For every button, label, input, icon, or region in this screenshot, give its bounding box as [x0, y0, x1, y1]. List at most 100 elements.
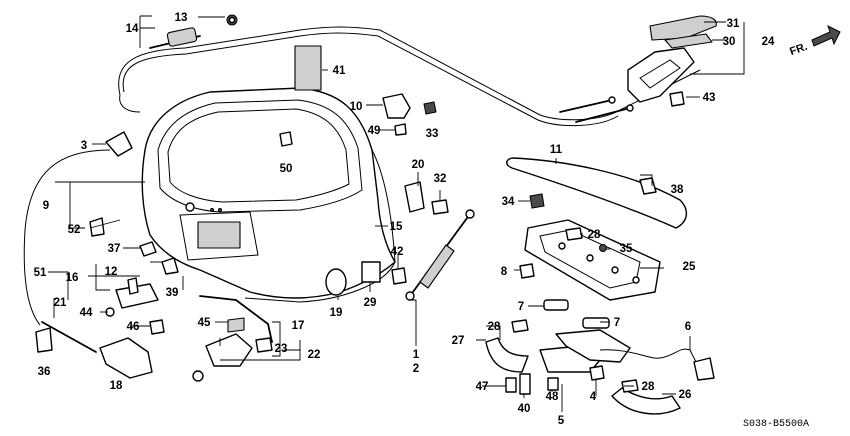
part-label-34: 34: [502, 196, 515, 208]
bumper-19: [325, 268, 347, 296]
bumper-29: [361, 261, 381, 283]
screw-48: [547, 377, 559, 391]
part-label-28c: 28: [642, 381, 655, 393]
part-label-11: 11: [550, 144, 563, 156]
hinge-3: [105, 131, 133, 157]
clip-34: [529, 193, 545, 209]
part-label-16: 16: [66, 272, 79, 284]
part-label-30: 30: [723, 36, 736, 48]
stopper-52: [89, 217, 105, 237]
harness-connector: [693, 357, 715, 381]
rear-spoiler: [506, 157, 687, 229]
tailgate-weatherstrip-inner: [122, 32, 619, 127]
part-label-19: 19: [330, 307, 343, 319]
front-direction-arrow: FR.: [788, 25, 841, 58]
part-label-45: 45: [198, 317, 211, 329]
clip-33: [423, 101, 437, 115]
part-label-29: 29: [364, 297, 377, 309]
part-label-26: 26: [679, 389, 692, 401]
part-label-2: 2: [413, 363, 419, 375]
clip-4: [589, 365, 605, 381]
part-label-52: 52: [68, 224, 81, 236]
part-label-38: 38: [671, 184, 684, 196]
part-label-3: 3: [81, 140, 87, 152]
part-label-5: 5: [558, 415, 565, 427]
latch-cable-21: [41, 321, 97, 353]
diagram-code: S038-B5500A: [743, 419, 809, 430]
latch-rod: [199, 295, 273, 343]
part-label-24: 24: [762, 36, 775, 48]
bolt-32: [431, 199, 449, 215]
part-label-28a: 28: [488, 321, 501, 333]
clip-28-left: [511, 319, 529, 333]
part-label-41: 41: [333, 65, 346, 77]
part-label-22: 22: [308, 349, 321, 361]
tailgate-latch: [105, 277, 165, 335]
rear-pad: [294, 45, 322, 91]
key-cylinder: [149, 14, 238, 49]
part-label-40: 40: [518, 403, 531, 415]
pad-7-upper: [543, 299, 569, 311]
callout-leaders: [48, 15, 745, 412]
part-label-9: 9: [43, 200, 49, 212]
part-label-4: 4: [590, 391, 597, 403]
light-garnish-27: [485, 337, 529, 373]
tailgate-panel: [141, 87, 396, 303]
part-label-28b: 28: [588, 229, 601, 241]
latch-cable-end-36: [35, 327, 53, 353]
lock-actuator: [192, 317, 273, 382]
bumper-37: [139, 241, 157, 257]
part-label-36: 36: [38, 366, 51, 378]
part-label-23: 23: [275, 343, 288, 355]
tailgate-harness-line: [23, 149, 111, 326]
light-garnish-26: [611, 387, 681, 415]
part-label-13: 13: [175, 12, 188, 24]
bolt-40: [519, 373, 531, 395]
tailgate-lock-assembly: [559, 15, 717, 123]
part-label-17: 17: [292, 320, 305, 332]
clip-47: [505, 377, 517, 393]
latch-assembly-18: [99, 337, 153, 379]
clip-35: [599, 244, 607, 252]
spoiler-base-bracket: [524, 219, 661, 301]
clip-49: [394, 123, 407, 136]
part-label-37: 37: [108, 243, 121, 255]
part-label-14: 14: [126, 23, 139, 35]
part-label-32: 32: [434, 173, 447, 185]
part-label-8: 8: [501, 266, 508, 278]
wire-harness-6: [599, 348, 701, 371]
clip-42: [391, 267, 407, 285]
part-label-18: 18: [110, 380, 123, 392]
part-label-39: 39: [166, 287, 179, 299]
part-label-44: 44: [80, 307, 93, 319]
part-label-15: 15: [390, 221, 403, 233]
part-label-1: 1: [413, 349, 420, 361]
tailgate-gas-strut: [405, 209, 475, 301]
part-label-6: 6: [685, 321, 691, 333]
part-label-35: 35: [620, 243, 633, 255]
part-label-50: 50: [280, 163, 293, 175]
part-label-48: 48: [546, 391, 559, 403]
tailgate-switch: [382, 93, 411, 119]
clip-43: [669, 91, 685, 107]
clip-28-spoiler: [565, 227, 583, 241]
clip-50: [279, 131, 293, 147]
part-label-31: 31: [727, 18, 740, 30]
part-label-7a: 7: [518, 301, 524, 313]
part-label-10: 10: [350, 101, 363, 113]
light-socket: [555, 329, 631, 363]
front-indicator-label: FR.: [788, 41, 809, 58]
bumper-39: [161, 257, 179, 275]
pad-7-lower: [582, 317, 610, 329]
strut-mount-20: [404, 181, 425, 213]
part-label-33: 33: [426, 128, 439, 140]
part-label-12: 12: [105, 266, 118, 278]
part-label-43: 43: [703, 92, 716, 104]
part-label-46: 46: [127, 321, 140, 333]
part-label-7b: 7: [614, 317, 620, 329]
part-label-49: 49: [368, 125, 381, 137]
part-number-labels: 1 2 3 4 5 6 7 7 8 9 10 11 12 13 14 15 16…: [34, 12, 775, 427]
part-label-20: 20: [412, 159, 425, 171]
clip-8: [519, 263, 535, 279]
